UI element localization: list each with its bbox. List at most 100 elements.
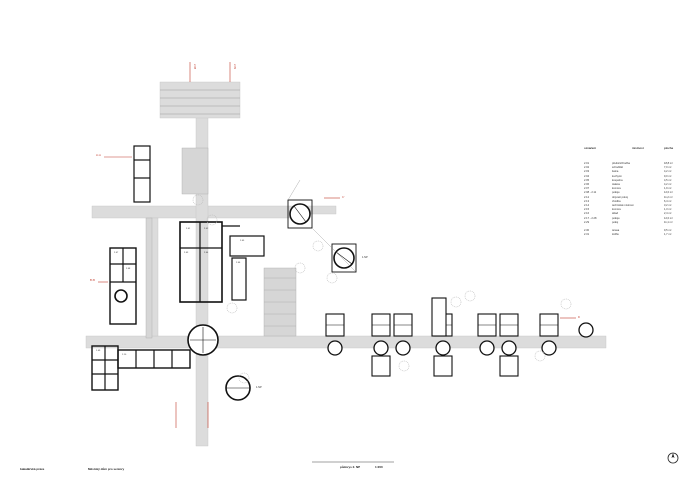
road-horizontal-main [85, 335, 607, 349]
legend-cell: 18,8 m² [664, 162, 673, 165]
footer-scale-caption: půdorys 2. NP [340, 465, 361, 469]
legend-cell: technická místnost [612, 204, 634, 207]
legend-cell: 1,7 m² [664, 233, 672, 237]
legend-cell: 4,2 m² [664, 183, 672, 186]
housing-unit-tower [479, 340, 495, 356]
footer-scale-value: 1:200 [375, 465, 383, 469]
room-number-tag: 2.03 [184, 252, 189, 254]
legend-cell: 1,9 m² [664, 187, 672, 191]
legend-cell: 12,0 m² [664, 216, 673, 220]
tower-detail-label-top: 1.NP [362, 256, 368, 259]
footer-left-text: bakalářská práce [20, 467, 45, 471]
room-number-tag: 2.09 [96, 350, 101, 352]
legend-cell: koupelna [612, 178, 623, 182]
legend-cell: 2.13 [584, 199, 590, 203]
legend-cell: 4,5 m² [664, 178, 672, 182]
legend-cell: 2.07 [584, 187, 590, 191]
room-number-tag: 2.05 [240, 240, 245, 242]
housing-unit-tower [541, 340, 557, 356]
legend-cell: 2.15 [584, 208, 590, 212]
trees [192, 194, 572, 384]
legend-cell: toaleta [612, 183, 620, 186]
housing-unit-lower [499, 355, 519, 377]
tower-detail-frames [287, 199, 357, 273]
legend-cell: sklad [612, 212, 619, 216]
legend-cell: 9,5 m² [664, 229, 672, 233]
courtyards [145, 147, 297, 339]
housing-unit-tall [431, 297, 447, 337]
room-number-tag: 2.06 [236, 262, 241, 264]
legend-cell: 2.05 [584, 178, 590, 182]
legend-cell: 2.12 [584, 195, 590, 199]
legend-cell: chodba [612, 199, 621, 203]
room-number-tag: 2.01 [186, 228, 191, 230]
tree-icon [294, 262, 306, 274]
tree-icon [560, 298, 572, 310]
housing-unit-lower [433, 355, 453, 377]
north-arrow-icon [667, 452, 679, 464]
housing-unit-tower [501, 340, 517, 356]
housing-unit-tower [395, 340, 411, 356]
tree-icon [226, 302, 238, 314]
legend-cell: pokoje [612, 216, 620, 220]
legend-cell: 3,2 m² [664, 204, 672, 207]
legend-cell: 2.08 - 2.11 [584, 191, 597, 195]
tower-leader-lines [287, 179, 357, 273]
buildings [91, 145, 265, 391]
housing-unit-tower [373, 340, 389, 356]
legend-cell: komora [612, 208, 621, 212]
legend-cell: 4,2 m² [664, 170, 672, 174]
section-mark-left-1: A'-A [96, 154, 101, 157]
legend-cell: 9,0 m² [664, 174, 672, 178]
tree-icon [238, 372, 250, 384]
legend-cell: 11,2 m² [664, 195, 673, 199]
legend-cell: šatna [612, 170, 619, 174]
legend-cell: 2,4 m² [664, 212, 672, 216]
legend-cell: 12,0 m² [664, 191, 673, 195]
legend-cell: 2.31 [584, 233, 590, 237]
section-lines [98, 62, 576, 428]
legend-cell: 11,1 m² [664, 220, 673, 224]
legend-header: místnost [632, 146, 644, 150]
legend-cell: 2.03 [584, 170, 590, 174]
footer-middle-text: Městský dům pro seniory [88, 467, 125, 471]
housing-unit-lower [371, 355, 391, 377]
legend-cell: předsíň/chodba [612, 162, 630, 165]
legend-cell: 2.06 [584, 183, 590, 186]
tree-icon [398, 360, 410, 372]
legend-cell: obývací pokoj [612, 195, 628, 199]
legend-cell: 2.29 [584, 220, 590, 224]
building-north-tower [133, 145, 151, 203]
stair-lines [264, 277, 296, 327]
plaza-upper [159, 81, 241, 119]
legend-cell: 2.01 [584, 162, 590, 165]
room-number-tag: 2.10 [122, 354, 127, 356]
legend-cell: pokoj [612, 220, 619, 224]
legend-cell: 2.30 [584, 229, 590, 233]
section-mark-left-2: B'-B [90, 279, 95, 282]
section-mark-right-2: D [578, 316, 580, 319]
tree-icon [206, 214, 218, 226]
room-number-tag: 2.04 [204, 252, 209, 254]
housing-units-row [325, 297, 594, 377]
legend-cell: 6,4 m² [664, 199, 672, 203]
housing-unit-tower [435, 340, 451, 356]
legend-cell: 2.14 [584, 204, 590, 207]
section-mark-top-right: 2.09 [233, 64, 236, 70]
section-mark-right-1: C' [342, 196, 345, 199]
legend-cell: 2.16 [584, 212, 590, 216]
building-central [179, 221, 223, 303]
legend-cell: 2.17 - 2.28 [584, 216, 597, 220]
tree-icon [464, 290, 476, 302]
housing-unit-tower-end [578, 322, 594, 338]
building-central-annex [231, 257, 247, 301]
legend-cell: 7,0 m² [664, 166, 672, 170]
legend-header: plocha [664, 146, 674, 150]
tower-inner-lines [190, 205, 353, 389]
legend-cell: 1,3 m² [664, 208, 672, 212]
legend-cell: terasa [612, 229, 620, 233]
section-mark-top-left: 2.08 [193, 64, 196, 70]
legend-cell: komora [612, 187, 621, 191]
